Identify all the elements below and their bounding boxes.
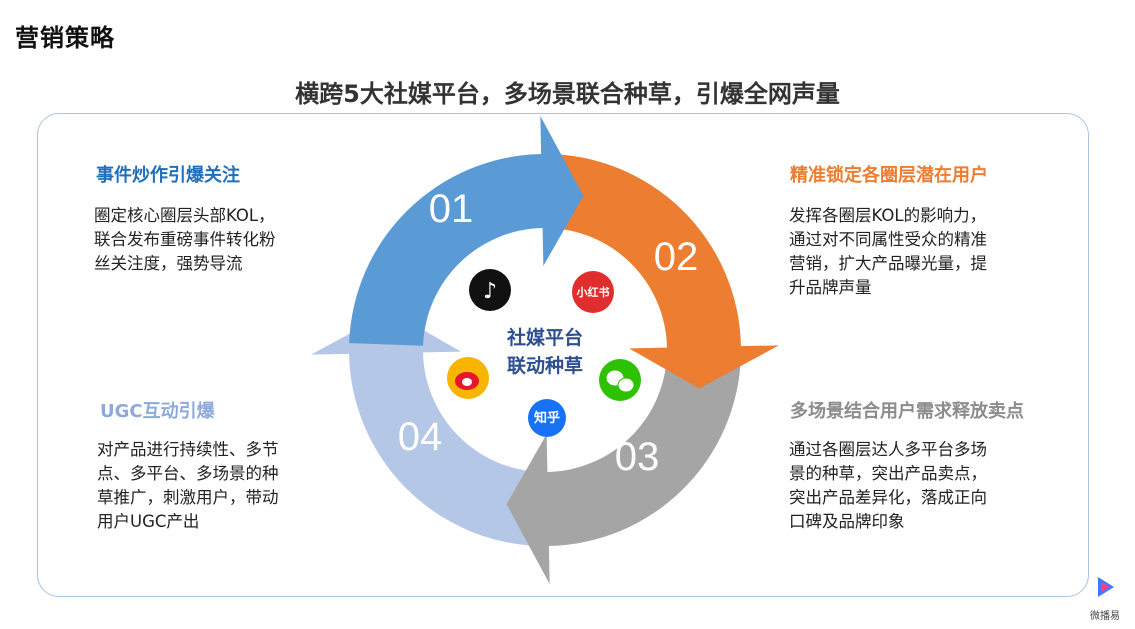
wechat-icon — [599, 359, 641, 401]
content-frame — [37, 113, 1089, 597]
step-number-02: 02 — [654, 235, 699, 279]
subtitle: 横跨5大社媒平台，多场景联合种草，引爆全网声量 — [295, 80, 840, 108]
step-04-desc: 对产品进行持续性、多节点、多平台、多场景的种草推广，刺激用户，带动用户UGC产出 — [97, 440, 279, 531]
center-label-line1: 社媒平台 — [506, 326, 583, 349]
center-label-line2: 联动种草 — [507, 354, 583, 377]
douyin-icon: ♪ — [469, 269, 511, 311]
page-title: 营销策略 — [15, 24, 115, 52]
step-number-04: 04 — [398, 415, 443, 459]
xiaohongshu-icon: 小红书 — [572, 271, 614, 313]
cycle-arrow-01 — [349, 116, 584, 346]
step-04-heading: UGC互动引爆 — [100, 401, 215, 422]
cycle-arrow-04 — [311, 311, 541, 546]
zhihu-icon: 知乎 — [528, 399, 566, 437]
svg-text:小红书: 小红书 — [576, 285, 610, 299]
step-01-heading: 事件炒作引爆关注 — [96, 165, 240, 186]
step-number-01: 01 — [429, 187, 474, 231]
svg-text:知乎: 知乎 — [534, 410, 560, 426]
step-03-heading: 多场景结合用户需求释放卖点 — [790, 401, 1024, 422]
step-02-desc: 发挥各圈层KOL的影响力，通过对不同属性受众的精准营销，扩大产品曝光量，提升品牌… — [789, 206, 987, 297]
svg-text:♪: ♪ — [483, 279, 497, 304]
brand-logo: 微播易 — [1088, 573, 1122, 625]
step-03-desc: 通过各圈层达人多平台多场景的种草，突出产品卖点，突出产品差异化，落成正向口碑及品… — [789, 440, 987, 531]
brand-logo-icon — [1098, 577, 1114, 597]
step-number-03: 03 — [615, 435, 660, 479]
step-02-heading: 精准锁定各圈层潜在用户 — [790, 165, 988, 186]
cycle-arrow-03 — [506, 354, 741, 584]
weibo-icon — [447, 357, 489, 399]
brand-logo-text: 微播易 — [1090, 611, 1120, 622]
cycle-arrow-02 — [545, 154, 779, 389]
step-01-desc: 圈定核心圈层头部KOL，联合发布重磅事件转化粉丝关注度，强势导流 — [94, 206, 276, 273]
